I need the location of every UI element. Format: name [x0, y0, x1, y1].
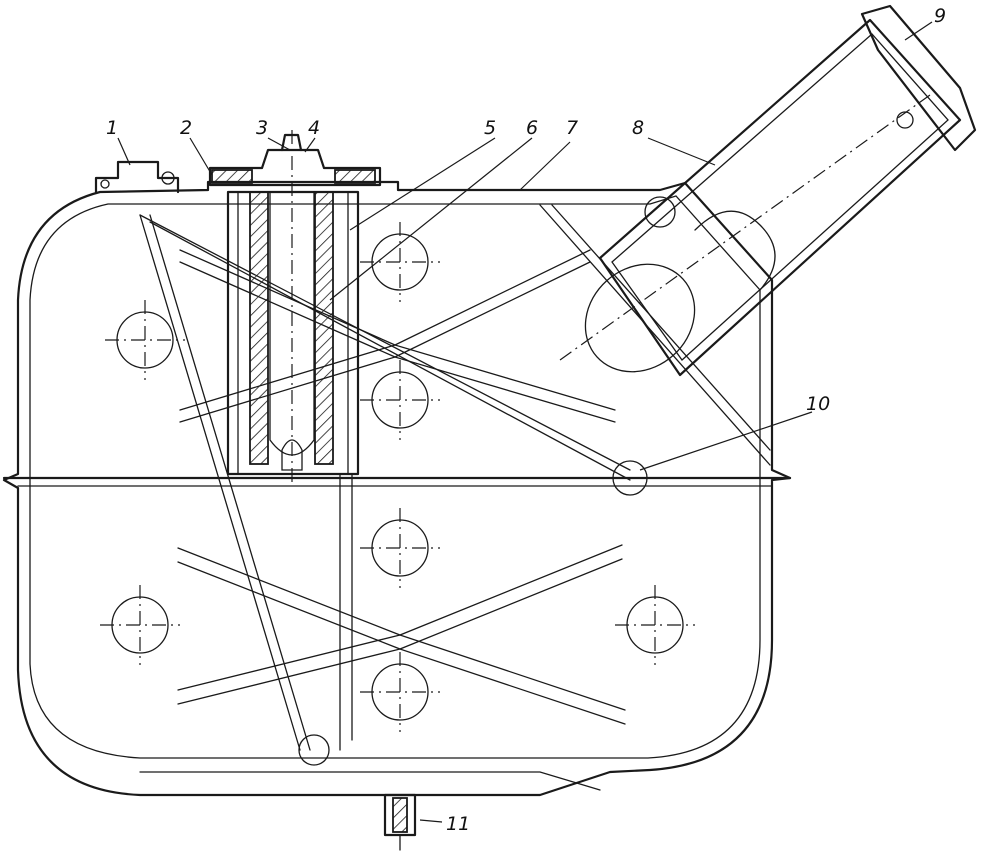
lightening-holes	[100, 222, 695, 732]
callout-10: 10	[806, 393, 830, 415]
cross-rib-lower	[177, 544, 626, 725]
callout-labels: 1 2 3 4 5 6 7 8 9 10 11	[106, 5, 946, 835]
callout-5: 5	[484, 117, 496, 139]
tank-shell	[2, 180, 792, 797]
inner-braces	[139, 204, 771, 751]
sender-unit-assembly	[208, 130, 382, 751]
hole-lower-center-1	[360, 508, 440, 588]
callout-3: 3	[256, 117, 268, 139]
hole-upper-left	[105, 300, 185, 380]
callout-4: 4	[308, 117, 320, 139]
bottom-fitting-neck	[139, 771, 601, 791]
filler-neck	[559, 4, 977, 377]
callout-11: 11	[446, 813, 470, 835]
callout-9: 9	[934, 5, 946, 27]
callout-6: 6	[526, 117, 538, 139]
weld-points	[298, 196, 676, 766]
hole-upper-center-2	[360, 360, 440, 440]
cross-rib-upper	[179, 249, 616, 423]
callout-2: 2	[180, 117, 192, 139]
drain-plug	[383, 793, 417, 851]
mounting-bracket	[94, 160, 180, 194]
callout-8: 8	[632, 117, 644, 139]
callout-7: 7	[566, 117, 578, 139]
hole-lower-center-2	[360, 652, 440, 732]
callout-1: 1	[106, 117, 118, 139]
leader-lines	[117, 21, 933, 823]
hole-upper-center-1	[360, 222, 440, 302]
horizontal-seam	[2, 476, 792, 487]
hole-lower-left	[100, 585, 180, 665]
hole-lower-right	[615, 585, 695, 665]
